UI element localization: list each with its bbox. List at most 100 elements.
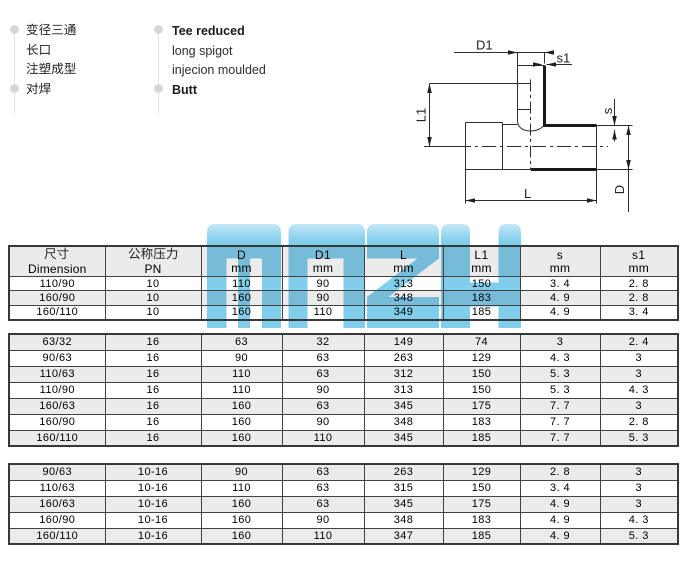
table-cell: 32 [281, 333, 365, 351]
dim-label-d: D [612, 185, 627, 194]
table-cell: 4. 3 [599, 381, 679, 399]
table-cell: 90/63 [8, 463, 106, 481]
table-cell: 90 [200, 463, 283, 481]
table-cell: 110 [200, 275, 283, 292]
column-header: Dimension [8, 245, 106, 277]
table-cell: 160/63 [8, 397, 106, 415]
table-cell: 3 [599, 479, 679, 497]
legend-connector-line-zh [13, 29, 15, 113]
centerlines [457, 79, 608, 170]
table-cell: 183 [442, 511, 521, 529]
table-cell: 149 [363, 333, 444, 351]
table-cell: 110 [200, 479, 283, 497]
table-cell: 63 [281, 463, 365, 481]
table-cell: 2. 8 [599, 275, 679, 292]
table-cell: 263 [363, 463, 444, 481]
table-cell: 150 [442, 479, 521, 497]
column-header: PN [104, 245, 202, 277]
tee-technical-drawing: D1 s1 L1 s L D [414, 38, 633, 212]
table-cell: 160/110 [8, 527, 106, 545]
table-cell: 110/63 [8, 365, 106, 383]
fusion-zone-thick-edges [531, 65, 596, 171]
table-cell: 63 [281, 365, 365, 383]
table-cell: 5. 3 [599, 527, 679, 545]
table-cell: 10 [104, 275, 202, 292]
table-cell: 160/110 [8, 304, 106, 321]
bullet-icon [153, 25, 163, 34]
table-cell: 16 [104, 333, 202, 351]
table-cell: 7. 7 [519, 429, 601, 447]
table-cell: 4. 9 [519, 527, 601, 545]
table-cell: 4. 9 [519, 495, 601, 513]
dimension-labels: D1 s1 L1 s L D [414, 38, 628, 202]
table-cell: 3 [599, 365, 679, 383]
table-cell: 185 [442, 304, 521, 321]
table-cell: 10-16 [104, 511, 202, 529]
table-cell: 16 [104, 365, 202, 383]
table-cell: 10-16 [104, 527, 202, 545]
table-cell: 4. 3 [519, 349, 601, 367]
table-cell: 5. 3 [599, 429, 679, 447]
table-cell: 183 [442, 290, 521, 306]
table-cell: 2. 4 [599, 333, 679, 351]
table-cell: 5. 3 [519, 381, 601, 399]
table-cell: 63 [281, 479, 365, 497]
table-cell: 16 [104, 413, 202, 431]
dim-label-l: L [524, 186, 531, 201]
table-cell: 16 [104, 381, 202, 399]
table-cell: 90 [200, 349, 283, 367]
dim-label-s1: s1 [557, 51, 571, 66]
table-cell: 313 [363, 275, 444, 292]
bullet-icon [9, 83, 19, 93]
table-cell: 185 [442, 527, 521, 545]
dim-label-l1: L1 [414, 108, 429, 122]
feature-en-butt: Butt [172, 82, 197, 97]
table-cell: 3 [599, 463, 679, 481]
feature-zh-long-spigot [26, 42, 52, 57]
feature-zh-butt [26, 81, 52, 96]
table-cell: 150 [442, 275, 521, 292]
table-cell: 315 [363, 479, 444, 497]
table-cell: 160 [200, 527, 283, 545]
table-cell: 160 [200, 495, 283, 513]
table-cell: 160 [200, 429, 283, 447]
table-cell: 10-16 [104, 495, 202, 513]
table-cell: 313 [363, 381, 444, 399]
table-cell: 160/90 [8, 290, 106, 306]
table-cell: 3 [599, 495, 679, 513]
table-cell: 129 [442, 349, 521, 367]
table-cell: 90 [281, 290, 365, 306]
table-cell: 175 [442, 397, 521, 415]
table-cell: 110/90 [8, 275, 106, 292]
table-cell: 348 [363, 511, 444, 529]
table-cell: 185 [442, 429, 521, 447]
bullet-icon [9, 25, 19, 34]
bullet-icon [153, 83, 163, 93]
table-cell: 90 [281, 413, 365, 431]
table-cell: 63 [281, 495, 365, 513]
table-cell: 63/32 [8, 333, 106, 351]
table-cell: 90 [281, 381, 365, 399]
feature-list-en: Tee reduced long spigot injecion moulded… [172, 22, 266, 100]
table-cell: 10-16 [104, 479, 202, 497]
dim-label-s: s [600, 107, 615, 114]
table-cell: 110/63 [8, 479, 106, 497]
table-cell: 3 [599, 349, 679, 367]
table-cell: 110 [281, 304, 365, 321]
